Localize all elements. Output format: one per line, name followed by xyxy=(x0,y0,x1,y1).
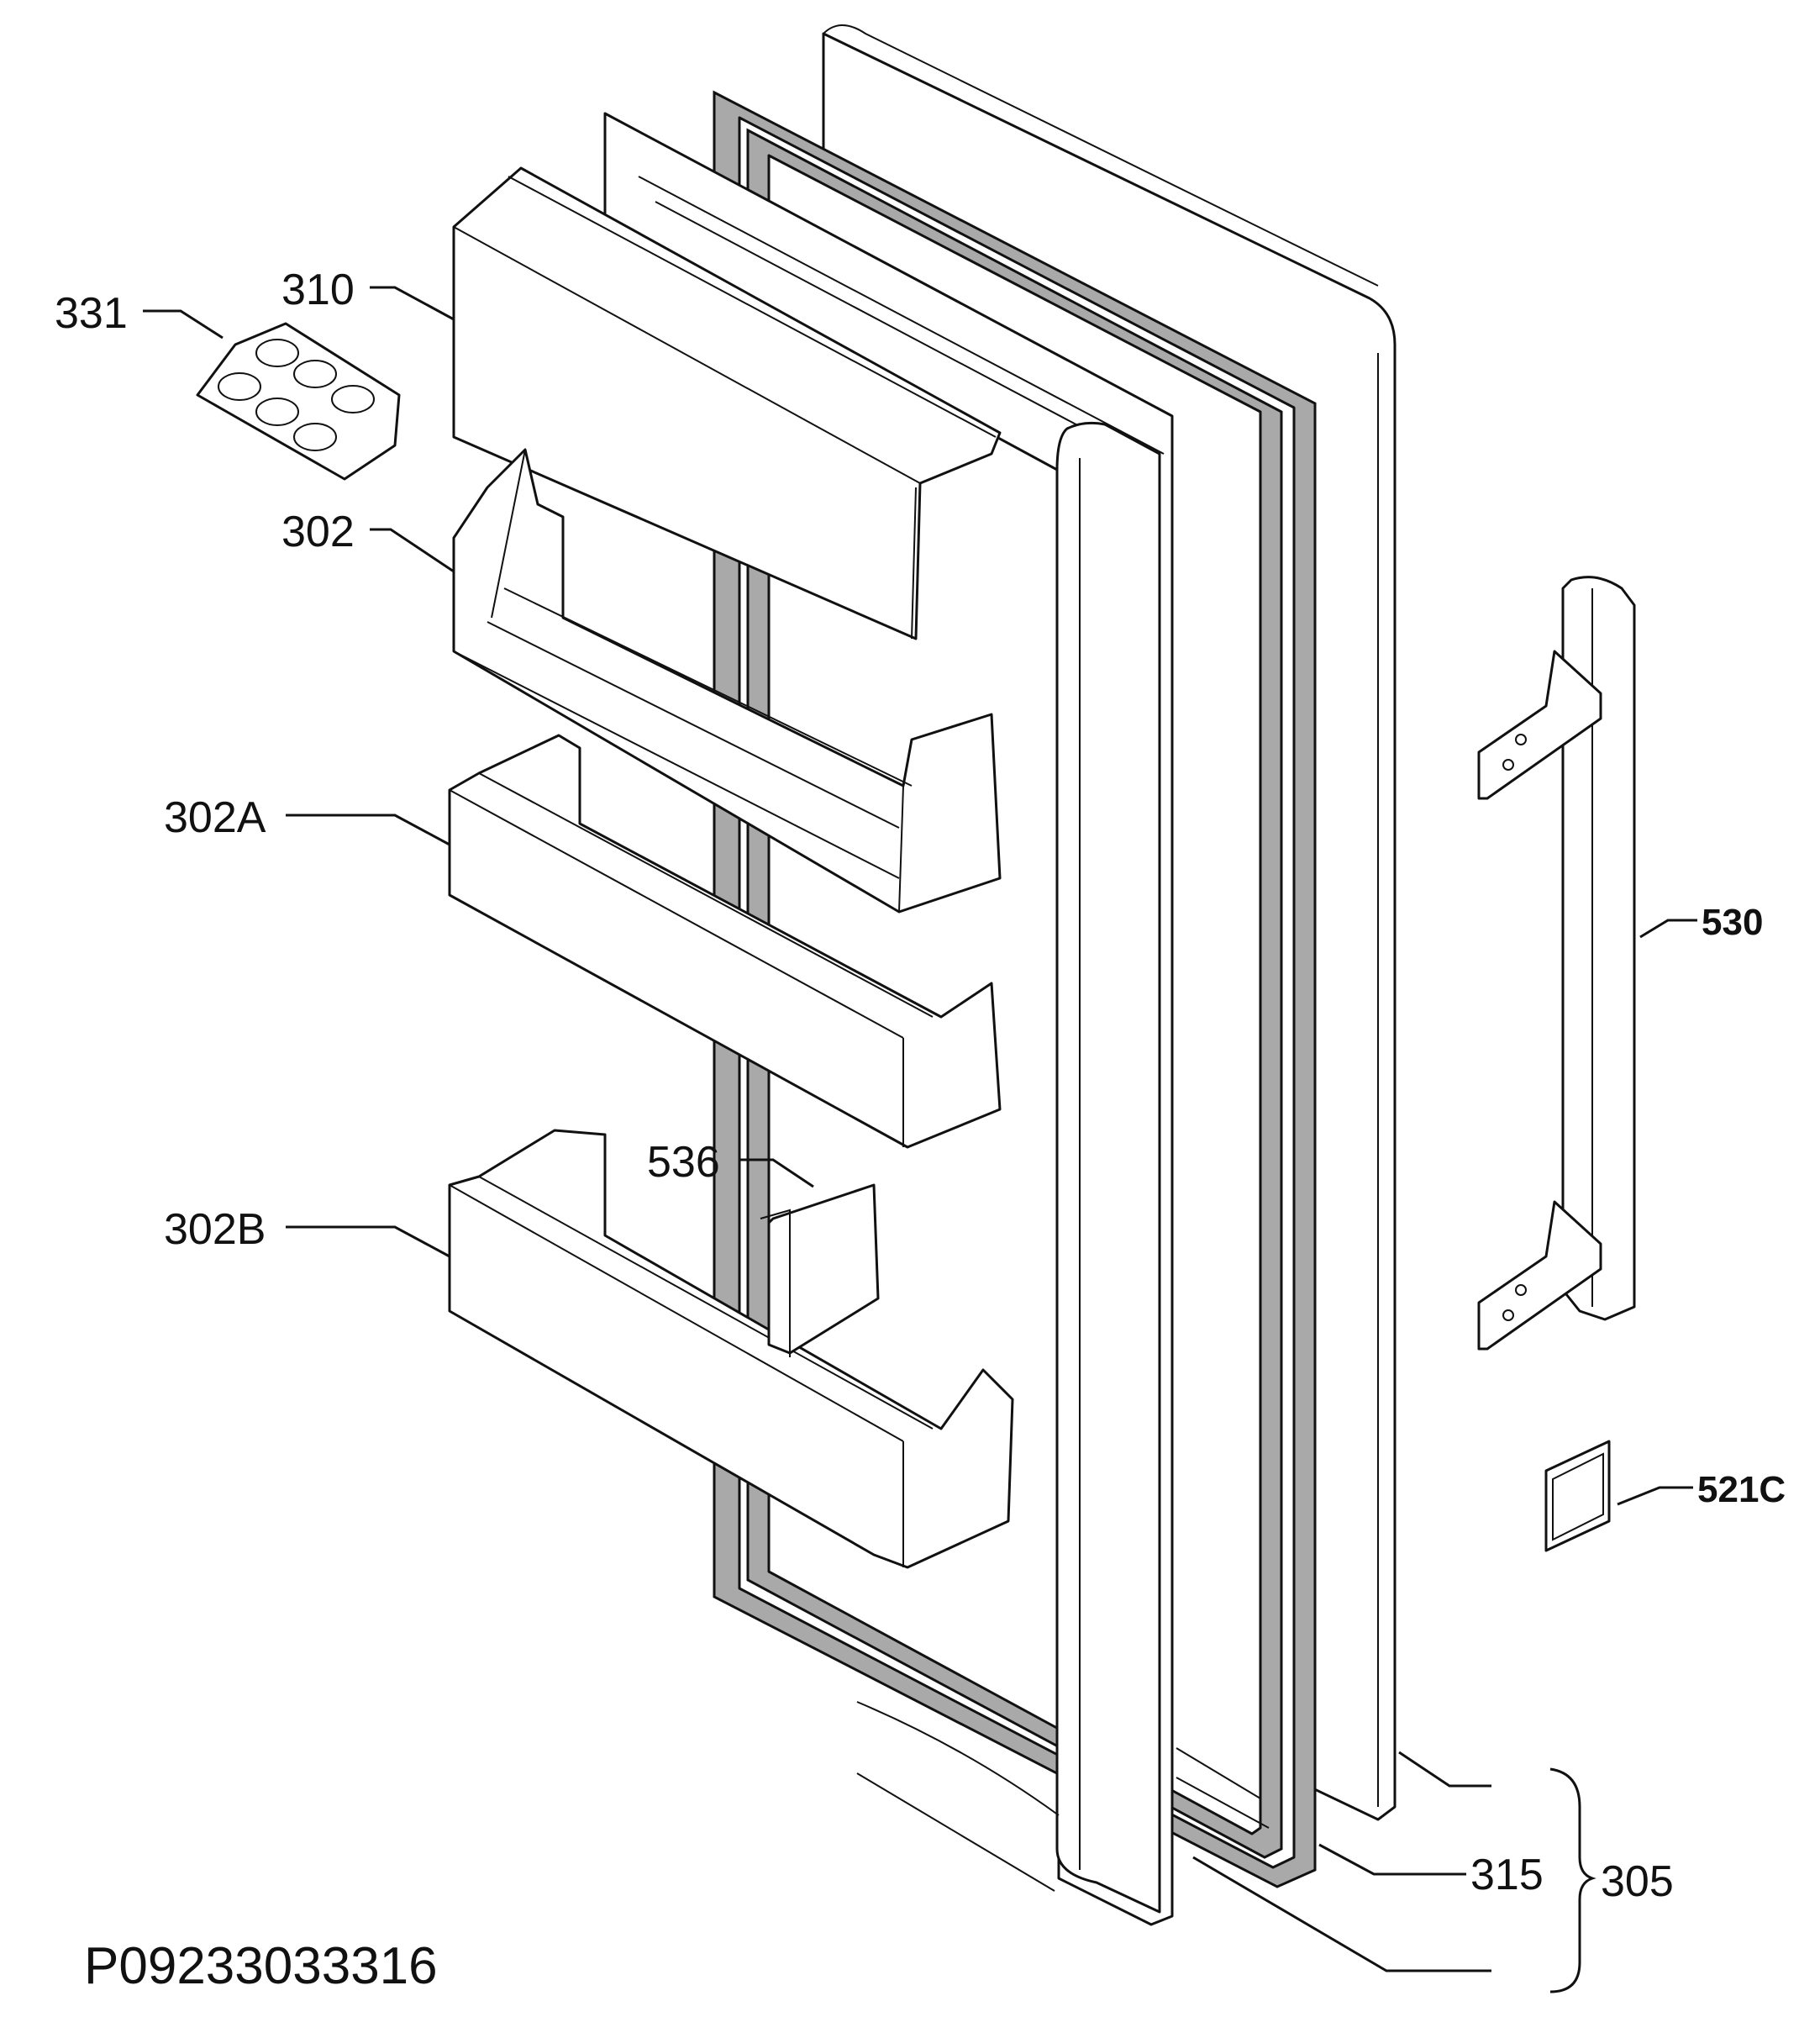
part-labels: 331 310 302 302A 302B 536 530 521C 315 3… xyxy=(55,266,1786,1995)
label-302a: 302A xyxy=(164,793,266,842)
bin-divider-536 xyxy=(760,1183,880,1357)
label-536: 536 xyxy=(647,1138,720,1187)
label-530: 530 xyxy=(1702,902,1763,943)
inner-door-liner xyxy=(603,112,1270,1926)
door-shelf-cover-310 xyxy=(452,166,1002,640)
label-310: 310 xyxy=(281,266,355,314)
label-331: 331 xyxy=(55,289,128,338)
label-302b: 302B xyxy=(164,1205,266,1254)
door-bin-302b xyxy=(448,1129,1014,1569)
egg-tray-331 xyxy=(196,322,401,481)
label-302: 302 xyxy=(281,508,355,556)
door-bin-302 xyxy=(452,448,1002,914)
label-315: 315 xyxy=(1470,1851,1544,1899)
label-521c: 521C xyxy=(1697,1469,1786,1510)
handle-cover-521c xyxy=(1544,1440,1611,1552)
drawing-code: P09233033316 xyxy=(84,1937,438,1995)
door-bin-302a xyxy=(448,734,1002,1149)
leader-lines xyxy=(143,286,1697,1993)
door-handle-530 xyxy=(1477,576,1636,1351)
label-305: 305 xyxy=(1601,1857,1674,1906)
